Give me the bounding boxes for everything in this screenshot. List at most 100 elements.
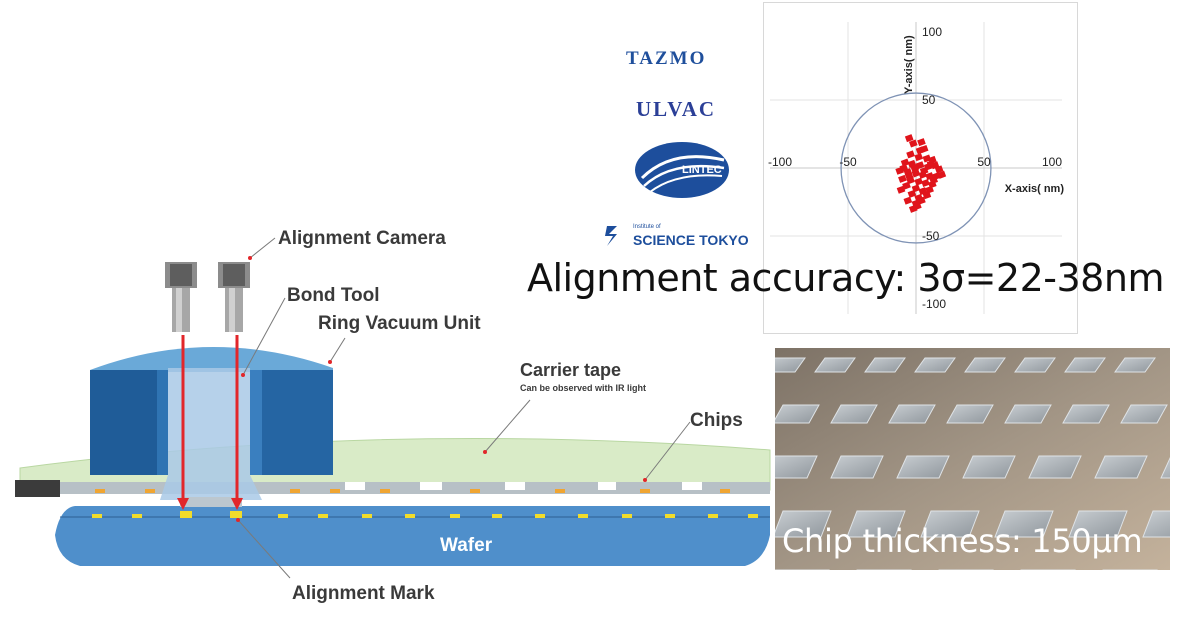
chip bbox=[1160, 456, 1170, 479]
lintec-logo: LINTEC bbox=[635, 142, 729, 198]
label-chips: Chips bbox=[690, 410, 743, 431]
label-carrier-tape-note: Can be observed with IR light bbox=[520, 383, 647, 393]
chip bbox=[1114, 357, 1156, 373]
ring-vacuum-top bbox=[90, 346, 333, 372]
chip bbox=[1120, 404, 1168, 424]
chip-gaps bbox=[345, 482, 702, 490]
data-point bbox=[902, 181, 911, 190]
data-point bbox=[914, 177, 924, 186]
svg-text:SCIENCE TOKYO: SCIENCE TOKYO bbox=[633, 232, 749, 248]
data-point bbox=[910, 163, 919, 173]
ring-vacuum-right bbox=[250, 370, 333, 475]
chip bbox=[1028, 455, 1082, 479]
label-bond-tool: Bond Tool bbox=[287, 285, 380, 306]
ring-vacuum-left-edge bbox=[157, 370, 168, 475]
alignment-accuracy-text: Alignment accuracy: 3σ=22-38nm bbox=[527, 256, 1164, 300]
chip bbox=[775, 404, 820, 424]
alignment-marks bbox=[92, 511, 758, 518]
ulvac-logo: ULVAC bbox=[636, 97, 717, 121]
camera-ray-left-head bbox=[177, 498, 189, 510]
x-tick-label: 50 bbox=[977, 155, 991, 169]
svg-text:Institute of: Institute of bbox=[633, 224, 661, 230]
chip bbox=[964, 357, 1006, 373]
camera-ray-right-head bbox=[231, 498, 243, 510]
tolerance-circle bbox=[840, 92, 992, 244]
data-point bbox=[898, 174, 907, 183]
chip bbox=[1094, 455, 1148, 479]
data-point bbox=[926, 159, 936, 168]
chip-pads-upper bbox=[95, 489, 730, 493]
y-tick-label: 50 bbox=[922, 93, 936, 107]
data-point bbox=[904, 134, 914, 143]
chip bbox=[914, 357, 956, 373]
chip-array-photo bbox=[775, 348, 1170, 570]
chip bbox=[1014, 357, 1056, 373]
data-point bbox=[934, 165, 944, 174]
data-point bbox=[925, 185, 934, 194]
chip bbox=[920, 510, 980, 538]
alignment-camera-left bbox=[165, 262, 197, 332]
leader-dots bbox=[236, 256, 647, 522]
svg-text:LINTEC: LINTEC bbox=[682, 164, 722, 176]
data-point bbox=[922, 191, 932, 200]
label-ring-vacuum-unit: Ring Vacuum Unit bbox=[318, 313, 481, 334]
data-point bbox=[896, 185, 906, 194]
alignment-camera-right bbox=[218, 262, 250, 332]
data-point bbox=[900, 158, 910, 167]
x-axis-label: X-axis( nm) bbox=[1005, 183, 1065, 195]
data-point bbox=[906, 150, 915, 159]
y-tick-label: -50 bbox=[922, 229, 940, 243]
chip bbox=[814, 357, 856, 373]
bond-tool bbox=[160, 368, 262, 500]
chip bbox=[1004, 404, 1052, 424]
x-tick-label: 100 bbox=[1042, 155, 1062, 169]
label-wafer: Wafer bbox=[440, 535, 493, 556]
data-point bbox=[921, 178, 930, 187]
y-tick-label: 100 bbox=[922, 25, 942, 39]
chip bbox=[1142, 510, 1170, 538]
data-point bbox=[917, 138, 926, 147]
data-point bbox=[899, 163, 909, 173]
x-tick-label: -100 bbox=[768, 155, 792, 169]
ring-vacuum-right-edge bbox=[250, 370, 262, 475]
science-tokyo-logo: Institute of SCIENCE TOKYO bbox=[605, 224, 749, 248]
data-point bbox=[904, 172, 914, 181]
chip bbox=[1068, 510, 1128, 538]
chip bbox=[962, 455, 1016, 479]
chip bbox=[1062, 404, 1110, 424]
chip bbox=[775, 455, 818, 479]
chip-thickness-text: Chip thickness: 150μm bbox=[782, 522, 1143, 560]
chip bbox=[830, 404, 878, 424]
chip bbox=[1064, 357, 1106, 373]
label-alignment-mark: Alignment Mark bbox=[292, 583, 435, 604]
chip bbox=[775, 510, 832, 538]
y-axis-label: Y-axis( nm) bbox=[903, 35, 915, 94]
data-point bbox=[913, 202, 922, 211]
chip bbox=[864, 357, 906, 373]
data-point bbox=[937, 170, 947, 179]
chip bbox=[846, 510, 906, 538]
data-point bbox=[907, 189, 917, 198]
x-tick-label: -50 bbox=[839, 155, 857, 169]
y-tick-label: -100 bbox=[922, 297, 946, 311]
chip bbox=[775, 357, 806, 373]
frame-block bbox=[15, 480, 60, 497]
data-point bbox=[929, 176, 938, 185]
chip-array-illustration bbox=[775, 348, 1170, 570]
chip bbox=[896, 455, 950, 479]
data-point bbox=[915, 146, 925, 155]
chip bbox=[946, 404, 994, 424]
label-alignment-camera: Alignment Camera bbox=[278, 228, 446, 249]
label-carrier-tape: Carrier tape bbox=[520, 360, 622, 380]
leader-lines bbox=[237, 237, 691, 579]
bond-tool-tip bbox=[180, 497, 242, 507]
data-point bbox=[908, 139, 918, 148]
bonding-diagram bbox=[15, 237, 771, 579]
wafer bbox=[55, 506, 770, 566]
chip bbox=[830, 455, 884, 479]
tazmo-logo: TAZMO bbox=[626, 48, 707, 69]
ring-vacuum-left bbox=[90, 370, 168, 475]
data-point bbox=[903, 196, 913, 205]
